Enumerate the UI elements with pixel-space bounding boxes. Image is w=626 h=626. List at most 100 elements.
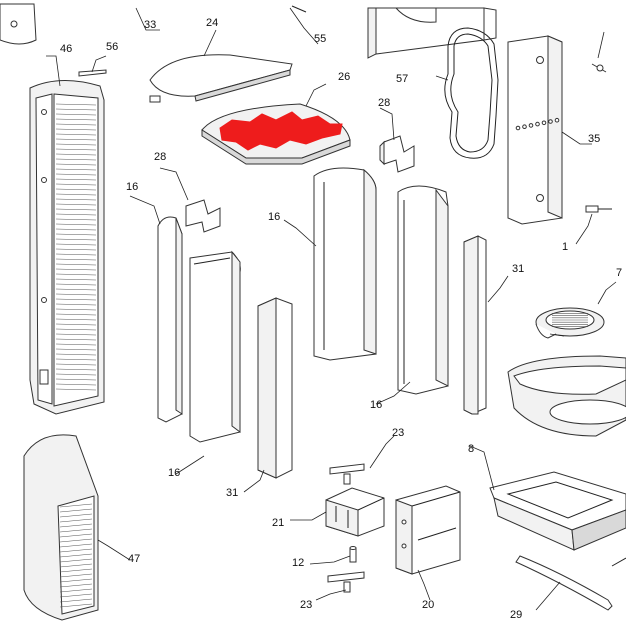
- panel-hole: [535, 121, 540, 127]
- panel-hole: [541, 120, 547, 126]
- callout-24: 24: [206, 17, 218, 29]
- grille-slat: [55, 293, 97, 296]
- grille-slat: [55, 298, 97, 301]
- grille-slat: [55, 273, 97, 276]
- part-47-curved-door: [23, 434, 99, 621]
- grille-slat: [55, 253, 97, 256]
- grille-slat: [55, 243, 97, 246]
- grille-slat: [59, 538, 93, 543]
- grille-slat: [55, 328, 97, 331]
- panel-hole: [522, 124, 527, 129]
- part-57-wire-loop: [444, 27, 499, 159]
- screw-top: [591, 63, 607, 73]
- grille-slat: [55, 158, 97, 161]
- part-35-side-panel: [507, 35, 563, 225]
- part-29-handle: [515, 555, 626, 611]
- part-28-clip-left: [185, 199, 221, 233]
- grille-slat: [59, 603, 93, 608]
- callout-16-d: 16: [370, 399, 382, 411]
- part-26-baffle: [201, 103, 351, 165]
- grille-slat: [55, 143, 97, 146]
- grille-slat: [55, 203, 97, 206]
- callout-7: 7: [616, 267, 622, 279]
- part-20-housing: [395, 485, 461, 575]
- grille-slat: [59, 548, 93, 553]
- callout-labels: 33 24 55 46 56 26 57 28 35 28 16 16 1 31…: [60, 17, 622, 621]
- grille-slat: [59, 598, 93, 603]
- grille-slat: [59, 518, 93, 523]
- grille-slat: [55, 173, 97, 176]
- grille-slat: [59, 503, 93, 508]
- callout-21: 21: [272, 517, 284, 529]
- grille-slat: [55, 388, 97, 391]
- grille-slat: [55, 128, 97, 131]
- grille-slat: [55, 353, 97, 356]
- part-16-column-a: [157, 216, 183, 423]
- callout-55: 55: [314, 33, 326, 45]
- callout-35: 35: [588, 133, 600, 145]
- grille-slat: [59, 558, 93, 563]
- grille-slat: [55, 363, 97, 366]
- grille-slat: [59, 508, 93, 513]
- grille-slat: [55, 333, 97, 336]
- grille-slat: [55, 138, 97, 141]
- callout-16-a: 16: [126, 181, 138, 193]
- grille-slat: [55, 223, 97, 226]
- upper-frame-fragment: [367, 7, 497, 59]
- part-46-door-panel: [29, 79, 105, 415]
- grille-slat: [55, 133, 97, 136]
- grille-slat: [55, 198, 97, 201]
- grille-slat: [59, 588, 93, 593]
- callout-1: 1: [562, 241, 568, 253]
- grille-slat: [55, 213, 97, 216]
- callout-57: 57: [396, 73, 408, 85]
- callout-33: 33: [144, 19, 156, 31]
- callout-23-lower: 23: [300, 599, 312, 611]
- part-24-lid: [149, 54, 293, 103]
- callout-56: 56: [106, 41, 118, 53]
- grille-slat: [55, 278, 97, 281]
- grille-slat: [55, 103, 97, 106]
- grille-slat: [55, 113, 97, 116]
- grille-slat: [55, 193, 97, 196]
- part-55: [291, 5, 307, 13]
- callout-16-b: 16: [168, 467, 180, 479]
- part-33: [0, 3, 37, 45]
- grille-slat: [55, 168, 97, 171]
- part-23-bracket-lower: [327, 571, 365, 593]
- grille-slat: [55, 263, 97, 266]
- callout-31-left: 31: [226, 487, 238, 499]
- grille-slat: [55, 308, 97, 311]
- callout-23-upper: 23: [392, 427, 404, 439]
- part-12-pin: [349, 546, 357, 563]
- grille-slat: [55, 338, 97, 341]
- grille-slat: [55, 283, 97, 286]
- leader-lines: [46, 7, 617, 611]
- grille-slat: [55, 163, 97, 166]
- grille-slat: [59, 533, 93, 538]
- callout-12: 12: [292, 557, 304, 569]
- grille-slat: [55, 123, 97, 126]
- part-56-strip: [78, 69, 107, 77]
- grille-slat: [55, 258, 97, 261]
- grille-slat: [59, 543, 93, 548]
- grille-slat: [59, 523, 93, 528]
- grille-slat: [59, 528, 93, 533]
- grille-slat: [59, 593, 93, 598]
- grille-slat: [59, 583, 93, 588]
- part-21-bracket: [325, 487, 385, 537]
- grille-slat: [55, 178, 97, 181]
- grille-slat: [55, 358, 97, 361]
- part-31-angle-right: [463, 235, 487, 415]
- callout-16-c: 16: [268, 211, 280, 223]
- grille-slat: [59, 553, 93, 558]
- part-8-ash-pan: [489, 471, 626, 551]
- part-23-bracket-upper: [329, 463, 365, 485]
- callout-20: 20: [422, 599, 434, 611]
- panel-hole: [548, 119, 553, 124]
- callout-26: 26: [338, 71, 350, 83]
- grille-slat: [59, 573, 93, 578]
- grille-slat: [55, 228, 97, 231]
- grille-slat: [55, 373, 97, 376]
